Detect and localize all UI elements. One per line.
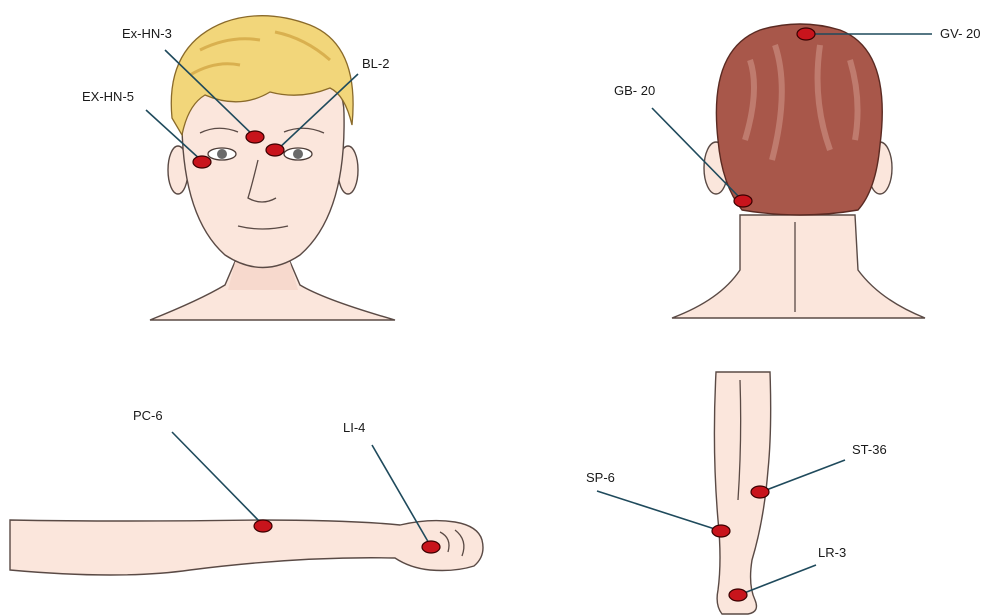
label-ex-hn-3: Ex-HN-3 bbox=[122, 26, 172, 41]
label-sp-6: SP-6 bbox=[586, 470, 615, 485]
label-lr-3: LR-3 bbox=[818, 545, 846, 560]
marker-st-36 bbox=[751, 486, 769, 498]
label-gb-20: GB- 20 bbox=[614, 83, 655, 98]
marker-pc-6 bbox=[254, 520, 272, 532]
marker-ex-hn-5 bbox=[193, 156, 211, 168]
marker-bl-2 bbox=[266, 144, 284, 156]
leader-sp-6 bbox=[597, 491, 721, 531]
label-st-36: ST-36 bbox=[852, 442, 887, 457]
label-li-4: LI-4 bbox=[343, 420, 365, 435]
face-figure bbox=[150, 16, 395, 320]
marker-sp-6 bbox=[712, 525, 730, 537]
marker-gb-20 bbox=[734, 195, 752, 207]
arm-figure bbox=[10, 520, 483, 575]
leader-pc-6 bbox=[172, 432, 263, 525]
marker-ex-hn-3 bbox=[246, 131, 264, 143]
leader-st-36 bbox=[761, 460, 845, 492]
label-pc-6: PC-6 bbox=[133, 408, 163, 423]
marker-lr-3 bbox=[729, 589, 747, 601]
marker-gv-20 bbox=[797, 28, 815, 40]
label-gv-20: GV- 20 bbox=[940, 26, 980, 41]
label-ex-hn-5: EX-HN-5 bbox=[82, 89, 134, 104]
head-back-figure bbox=[672, 24, 925, 318]
marker-li-4 bbox=[422, 541, 440, 553]
label-bl-2: BL-2 bbox=[362, 56, 389, 71]
